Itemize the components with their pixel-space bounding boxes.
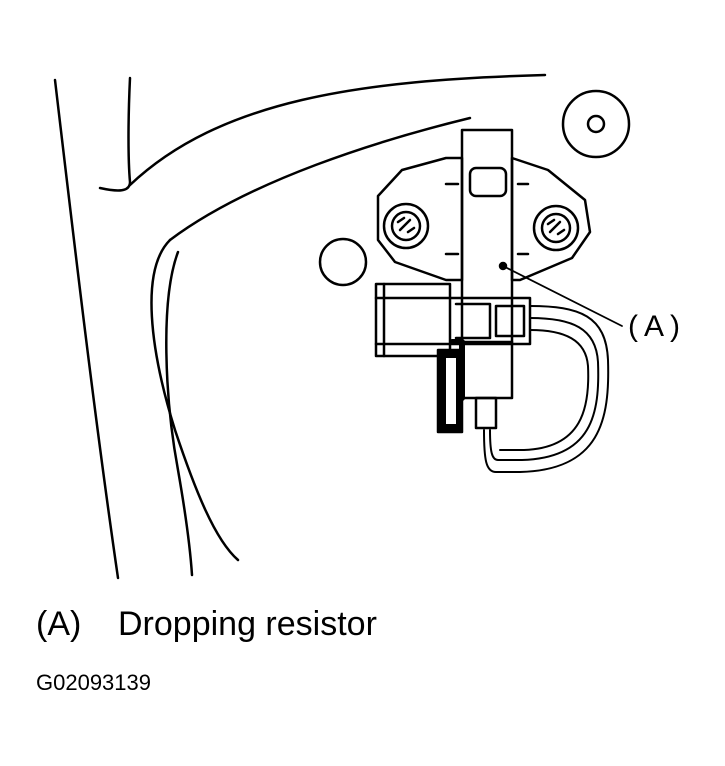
bracket-slot xyxy=(444,182,530,256)
wire-connector xyxy=(374,282,532,358)
component-diagram xyxy=(53,73,631,580)
legend-key: (A) xyxy=(36,605,82,643)
door-panel-lines xyxy=(53,73,547,580)
legend-text: Dropping resistor xyxy=(118,605,377,643)
mounting-hole-top-right xyxy=(561,89,631,159)
screw-left xyxy=(382,202,430,250)
figure-id: G02093139 xyxy=(36,670,151,695)
callout-point xyxy=(498,261,508,271)
callout-label: (A) xyxy=(628,310,686,343)
callout-leader-line xyxy=(502,265,623,327)
mounting-hole-left xyxy=(318,237,368,287)
screw-right xyxy=(532,204,580,252)
wire-harness xyxy=(483,305,610,473)
dropping-resistor xyxy=(460,128,514,430)
resistor-rear-bracket xyxy=(436,339,465,434)
legend: (A) Dropping resistor xyxy=(36,605,377,643)
mounting-bracket xyxy=(376,156,592,282)
